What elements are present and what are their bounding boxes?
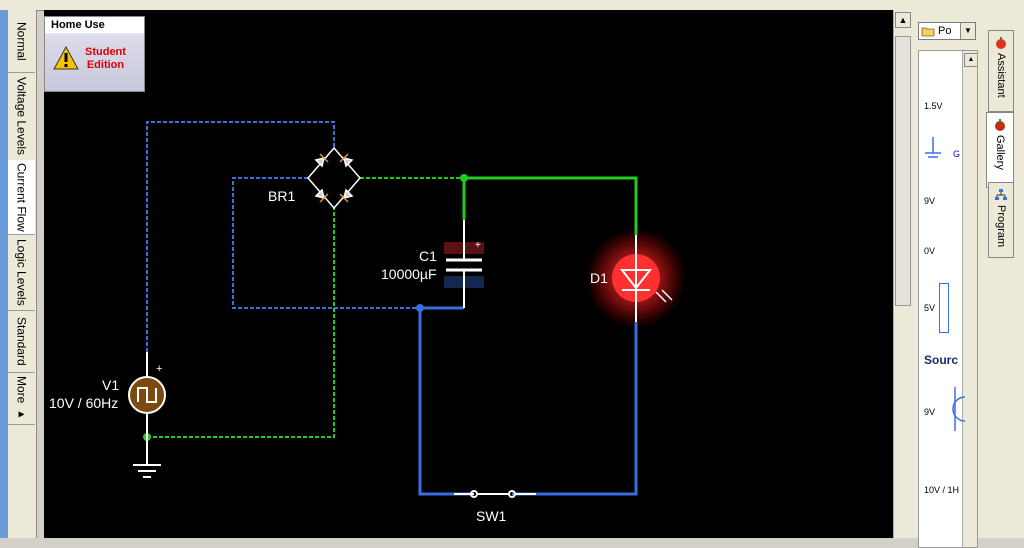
v1-name-label: V1 [102,377,120,393]
tab-program[interactable]: Program [988,182,1014,258]
c1-value-label: 10000µF [381,266,437,282]
chevron-down-icon[interactable]: ▼ [960,23,975,39]
tab-voltage-levels[interactable]: Voltage Levels [8,72,35,161]
c1-name-label: C1 [419,248,437,264]
edition-text: Student Edition [85,46,126,71]
tab-more[interactable]: More ▸ [8,372,35,425]
gallery-category-select[interactable]: Po ▼ [918,22,976,40]
tab-current-flow[interactable]: Current Flow [8,160,35,235]
gallery-panel: Po ▼ ▲ 1.5V G 9V 0V 5V Sourc 9V 10V / 1H [911,10,986,548]
source-v1[interactable]: + [128,352,166,465]
ground-symbol [133,464,161,478]
slider-component[interactable] [939,283,949,333]
gallery-list[interactable]: ▲ 1.5V G 9V 0V 5V Sourc 9V 10V / 1H [918,50,978,548]
badge-header: Home Use [45,17,144,33]
junction-node [460,174,468,182]
d1-label: D1 [590,270,608,286]
tomato-icon [996,37,1006,49]
gallery-scrollbar[interactable]: ▲ [962,51,977,547]
scroll-up-button[interactable]: ▲ [895,12,911,28]
wires-blue-main [418,306,638,496]
gallery-icon [995,119,1005,131]
gallery-scroll-up[interactable]: ▲ [964,53,977,67]
flowchart-icon [995,189,1007,200]
tab-assistant[interactable]: Assistant [988,30,1014,112]
bridge-rectifier-br1[interactable] [307,146,361,210]
br1-label: BR1 [268,188,296,204]
led-d1[interactable] [586,228,686,328]
tab-logic-levels[interactable]: Logic Levels [8,234,35,311]
view-mode-tabs: Normal Voltage Levels Current Flow Logic… [8,10,37,538]
wires-green-main [462,176,638,235]
circuit-canvas[interactable]: + + [44,10,893,538]
voltage-source-icon[interactable] [943,387,965,431]
edition-badge: Home Use Student Edition [44,16,145,92]
svg-text:+: + [475,240,481,251]
capacitor-c1[interactable]: + [444,220,484,308]
wires-green [147,177,464,438]
tab-normal[interactable]: Normal [8,10,35,73]
warning-icon [53,46,79,70]
ground-icon[interactable] [923,137,943,161]
tab-gallery[interactable]: Gallery [986,112,1014,188]
schematic: + + [128,121,686,498]
junction-node [416,304,424,312]
switch-sw1[interactable] [454,490,536,498]
canvas-scrollbar[interactable]: ▲ [893,10,912,538]
v1-value-label: 10V / 60Hz [49,395,119,411]
svg-text:+: + [156,363,162,375]
window-edge [0,10,8,538]
folder-icon [921,27,935,37]
sw1-label: SW1 [476,508,507,524]
scroll-thumb[interactable] [895,36,911,306]
side-panel-tabs: Assistant Gallery Program [986,10,1024,538]
tab-standard[interactable]: Standard [8,310,35,373]
